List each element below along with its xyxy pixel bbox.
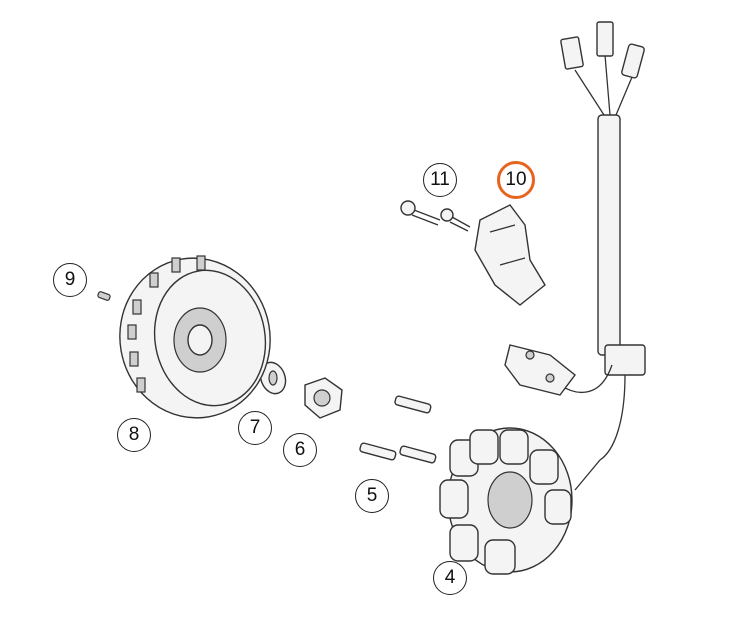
stator-part-4 xyxy=(439,427,573,575)
callout-7: 7 xyxy=(238,411,272,445)
key-part-9 xyxy=(97,291,111,301)
screws-part-5 xyxy=(359,395,437,464)
callout-6: 6 xyxy=(283,433,317,467)
callout-5: 5 xyxy=(355,479,389,513)
screws-part-11 xyxy=(400,200,471,232)
callout-9: 9 xyxy=(53,263,87,297)
nut-part-6 xyxy=(304,377,343,419)
callout-11: 11 xyxy=(423,163,457,197)
bracket-part-10 xyxy=(474,204,546,306)
pickup-sensor xyxy=(504,344,576,396)
flywheel-part-8 xyxy=(119,255,271,419)
callout-8: 8 xyxy=(117,418,151,452)
wiring-harness xyxy=(559,21,646,491)
callout-4: 4 xyxy=(433,561,467,595)
callout-10-highlighted: 10 xyxy=(497,161,535,199)
